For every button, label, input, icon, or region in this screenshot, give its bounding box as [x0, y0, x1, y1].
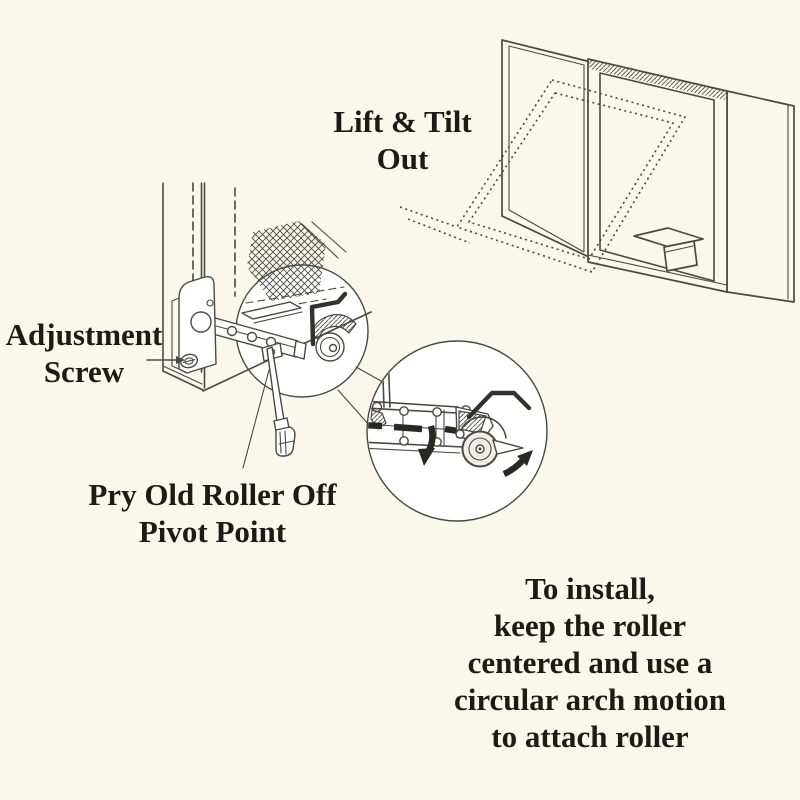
install-note-line2: keep the roller [493, 608, 687, 643]
callout-leader-lower [337, 389, 371, 427]
install-note-line3: centered and use a [467, 645, 713, 680]
lift-tilt-label: Lift & Tilt Out [305, 103, 500, 177]
pry-roller-line2: Pivot Point [138, 514, 287, 549]
tilted-panel-outline [399, 79, 687, 273]
door-bottom-corner-illustration [162, 182, 372, 398]
install-note-line5: to attach roller [491, 719, 689, 754]
rotate-down-arrow [418, 425, 436, 466]
adjustment-screw-line2: Screw [43, 354, 125, 389]
lift-tilt-line1: Lift & Tilt [333, 104, 472, 139]
screwdriver [266, 346, 296, 457]
install-note-label: To install, keep the roller centered and… [425, 570, 755, 755]
sliding-panel [587, 58, 728, 293]
roller-detail-callout [366, 340, 548, 522]
tilt-latch-housing [171, 275, 217, 374]
adjustment-arrow [146, 356, 185, 364]
sliding-door-illustration [501, 39, 795, 303]
adjustment-screw-line1: Adjustment [5, 317, 163, 352]
install-note-line1: To install, [525, 571, 655, 606]
screen-mesh-patch [247, 221, 347, 301]
right-panel [726, 90, 795, 303]
new-roller-drawing [455, 406, 524, 468]
pry-roller-label: Pry Old Roller Off Pivot Point [60, 476, 365, 550]
door-handle [633, 227, 704, 272]
left-panel [501, 39, 592, 259]
adjustment-screw-drawing [179, 353, 199, 369]
rotate-up-arrow [502, 450, 533, 477]
install-note-line4: circular arch motion [453, 682, 727, 717]
hex-key-large-icon [466, 390, 532, 420]
adjustment-screw-label: Adjustment Screw [0, 316, 170, 390]
hex-key-icon [309, 291, 348, 347]
pry-roller-line1: Pry Old Roller Off [88, 477, 337, 512]
track-shelf [241, 301, 302, 320]
old-roller-drawing [311, 314, 357, 362]
pry-leader-line [242, 369, 270, 469]
callout-leader-upper [355, 366, 382, 382]
lift-tilt-line2: Out [376, 141, 429, 176]
